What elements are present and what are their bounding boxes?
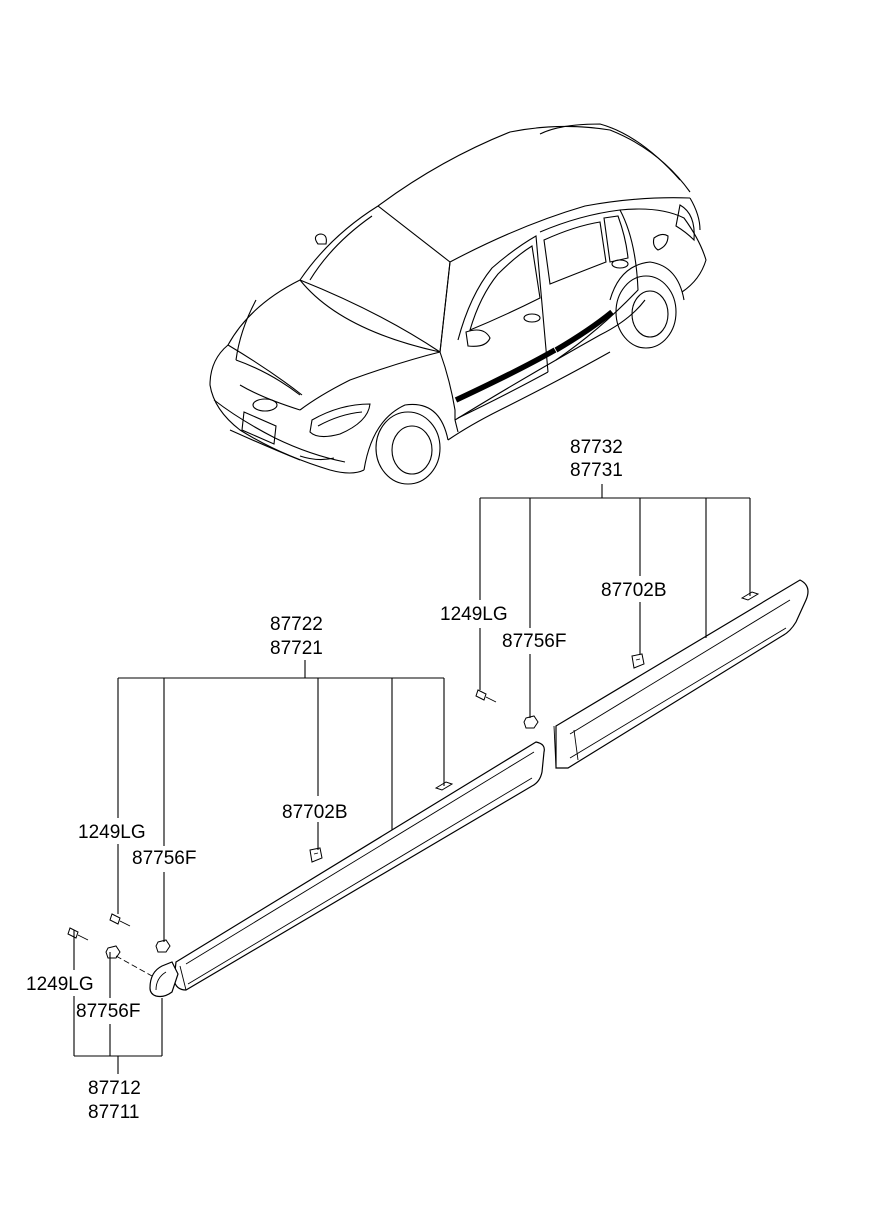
label-87712: 87712 [88, 1078, 141, 1099]
rear-door-molding [553, 579, 809, 769]
front-door-molding [173, 741, 545, 991]
label-rear-1249lg: 1249LG [440, 604, 508, 625]
end-cap-molding [149, 961, 179, 998]
part-labels: 87732 87731 1249LG 87756F 87702B 87722 8… [26, 437, 667, 1123]
label-front-87756f: 87756F [132, 848, 196, 869]
label-87731: 87731 [570, 460, 623, 481]
label-87721: 87721 [270, 638, 323, 659]
label-end-1249lg: 1249LG [26, 974, 94, 995]
screw-icon [67, 927, 89, 941]
label-87711: 87711 [88, 1102, 139, 1123]
screw-icon [475, 689, 497, 703]
screw-icon [109, 913, 131, 927]
label-87732: 87732 [570, 437, 623, 458]
clip-icon [309, 847, 323, 863]
leader-lines [73, 484, 751, 1074]
car-illustration [209, 123, 707, 485]
label-rear-87702b: 87702B [601, 580, 667, 601]
label-87722: 87722 [270, 614, 323, 635]
label-end-87756f: 87756F [76, 1001, 140, 1022]
label-rear-87756f: 87756F [502, 631, 566, 652]
clip-icon [523, 715, 539, 729]
label-front-1249lg: 1249LG [78, 822, 146, 843]
clip-icon [155, 939, 171, 953]
clip-icon [105, 945, 121, 959]
clip-icon [631, 653, 645, 669]
label-front-87702b: 87702B [282, 802, 348, 823]
